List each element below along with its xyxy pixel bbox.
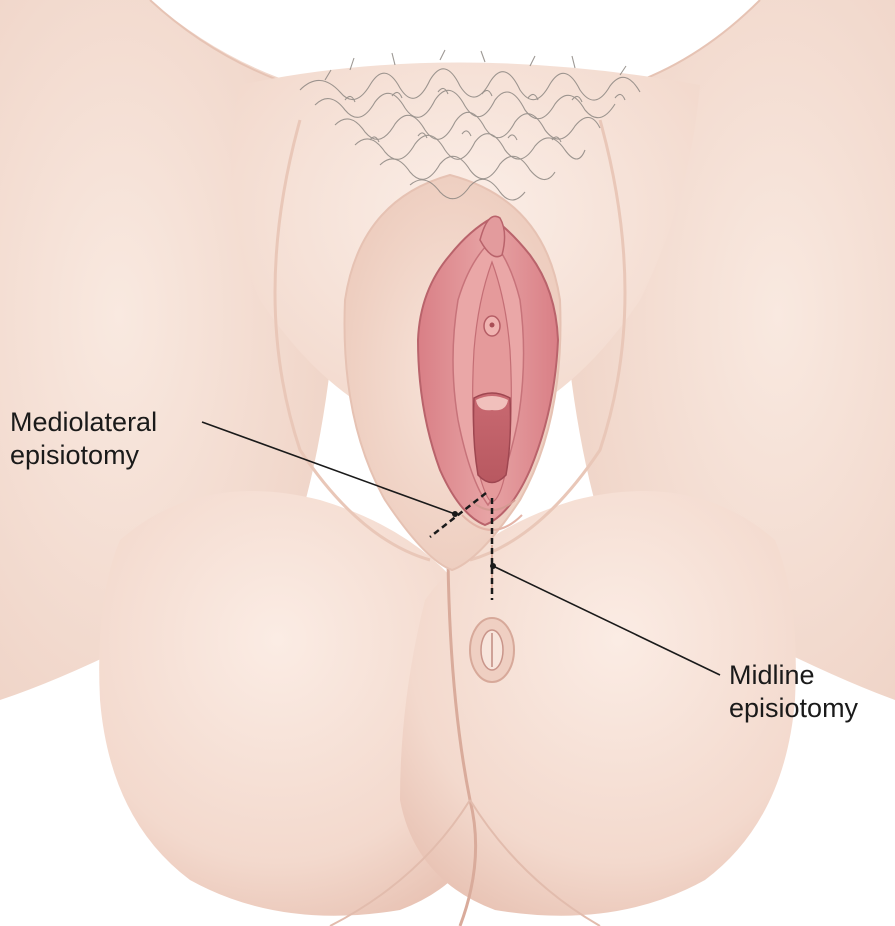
midline-label-line2: episiotomy [729, 692, 858, 725]
anus [470, 618, 514, 682]
mediolateral-episiotomy-label: Mediolateral episiotomy [10, 406, 157, 472]
mediolateral-label-line1: Mediolateral [10, 406, 157, 439]
midline-label-line1: Midline [729, 659, 858, 692]
midline-episiotomy-label: Midline episiotomy [729, 659, 858, 725]
mediolateral-label-line2: episiotomy [10, 439, 157, 472]
